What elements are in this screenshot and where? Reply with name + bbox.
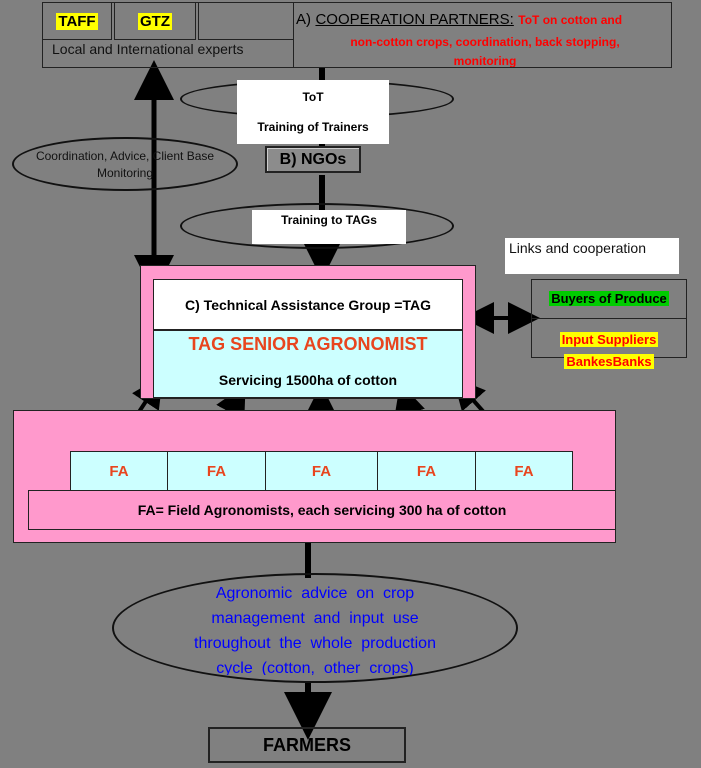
partners-heading: A) COOPERATION PARTNERS: ToT on cotton a… xyxy=(296,11,672,29)
links-title: Links and cooperation xyxy=(509,240,646,256)
fa-label-4: FA xyxy=(416,462,437,480)
fa-label-5: FA xyxy=(514,462,534,480)
experts-label: Local and International experts xyxy=(52,41,244,57)
ngo-box: B) NGOs xyxy=(265,146,361,173)
partners-note-line3: monitoring xyxy=(453,54,517,67)
tag-title: C) Technical Assistance Group =TAG xyxy=(185,296,431,313)
fa-label-3: FA xyxy=(311,462,332,480)
tot-title: ToT xyxy=(302,90,324,104)
tot-subtitle: Training of Trainers xyxy=(257,120,369,134)
tag-title-box: C) Technical Assistance Group =TAG xyxy=(153,279,463,330)
ngo-label: B) NGOs xyxy=(279,150,347,168)
coordination-line2: Monitoring xyxy=(96,165,154,180)
partners-heading-prefix: A) xyxy=(296,11,311,28)
fa-cell-5: FA xyxy=(475,451,573,491)
advice-line4: cycle (cotton, other crops) xyxy=(216,660,414,675)
input-suppliers-label: Input Suppliers xyxy=(559,331,659,347)
coordination-line1: Coordination, Advice, Client Base xyxy=(35,148,215,163)
fa-cell-4: FA xyxy=(377,451,476,491)
training-ellipse xyxy=(180,203,454,249)
farmers-box: FARMERS xyxy=(208,727,406,763)
taff-label: TAFF xyxy=(56,12,98,30)
advice-line2: management and input use xyxy=(211,610,419,627)
advice-ellipse xyxy=(112,573,518,683)
coordination-ellipse: Coordination, Advice, Client Base Monito… xyxy=(12,137,238,191)
fa-cell-2: FA xyxy=(167,451,266,491)
training-box: Training to TAGs xyxy=(252,210,406,244)
fa-definition: FA= Field Agronomists, each servicing 30… xyxy=(137,502,507,518)
fa-definition-box: FA= Field Agronomists, each servicing 30… xyxy=(28,490,616,530)
advice-line1: Agronomic advice on crop xyxy=(215,585,415,602)
gtz-cell: GTZ xyxy=(114,2,196,40)
partners-note-line1: ToT on cotton and xyxy=(518,13,623,27)
tag-senior: TAG SENIOR AGRONOMIST xyxy=(188,333,428,354)
advice-text: Agronomic advice on crop management and … xyxy=(112,581,518,675)
fa-label-2: FA xyxy=(206,462,227,480)
banks-label-wrap: BankesBanks xyxy=(531,351,687,371)
fa-cell-3: FA xyxy=(265,451,378,491)
partner-empty-cell xyxy=(198,2,294,40)
fa-label-1: FA xyxy=(109,462,129,480)
tag-senior-box xyxy=(153,330,463,398)
banks-label: BankesBanks xyxy=(564,353,654,369)
buyers-label: Buyers of Produce xyxy=(549,291,669,306)
taff-cell: TAFF xyxy=(42,2,112,40)
partners-note-line2: non-cotton crops, coordination, back sto… xyxy=(350,35,620,49)
training-label: Training to TAGs xyxy=(281,213,377,227)
links-title-box: Links and cooperation xyxy=(505,238,679,274)
tag-servicing: Servicing 1500ha of cotton xyxy=(218,372,398,388)
gtz-label: GTZ xyxy=(138,12,172,30)
farmers-label: FARMERS xyxy=(262,734,351,755)
partners-heading-text: COOPERATION PARTNERS: xyxy=(315,11,514,28)
fa-cell-1: FA xyxy=(70,451,168,491)
input-suppliers-label-wrap: Input Suppliers xyxy=(531,329,687,349)
buyers-row: Buyers of Produce xyxy=(531,279,687,319)
advice-line3: throughout the whole production xyxy=(194,635,436,652)
tot-box: ToT Training of Trainers xyxy=(237,80,389,144)
